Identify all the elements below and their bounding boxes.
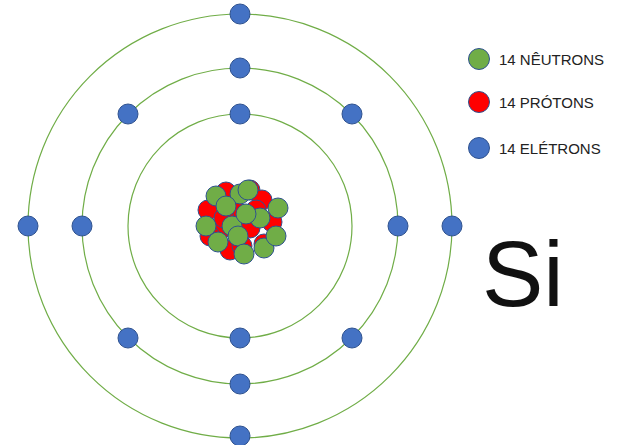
inner-orbit: [128, 114, 352, 338]
nucleus: [196, 180, 288, 264]
element-symbol: Si: [482, 228, 564, 320]
legend-text: 14 ELÉTRONS: [499, 140, 601, 157]
outer-orbit: [28, 14, 452, 438]
legend-swatch: [468, 91, 490, 113]
legend-text: 14 PRÓTONS: [499, 94, 594, 111]
orbits: [28, 14, 452, 438]
electrons: [18, 4, 462, 445]
middle-orbit: [82, 68, 398, 384]
legend-item: 14 PRÓTONS: [468, 91, 594, 113]
legend-swatch: [468, 137, 490, 159]
legend-swatch: [468, 48, 490, 70]
legend-item: 14 NÊUTRONS: [468, 48, 604, 70]
legend-text: 14 NÊUTRONS: [499, 51, 604, 68]
legend-item: 14 ELÉTRONS: [468, 137, 601, 159]
